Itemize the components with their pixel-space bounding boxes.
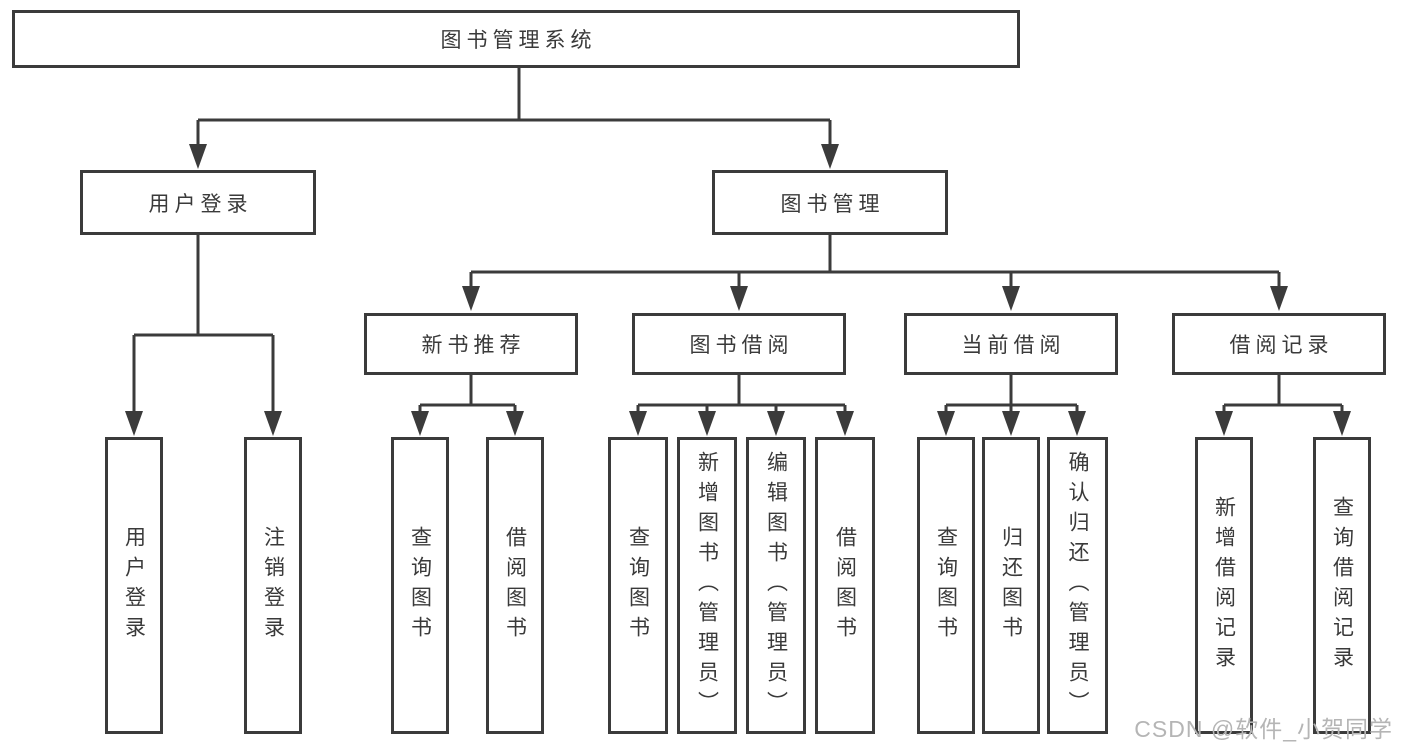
node-book-borrowing-label: 图书借阅 [689,334,794,357]
csdn-watermark: CSDN @软件_小贺同学 [1134,716,1393,742]
connector-root-to-level2 [196,68,832,146]
connector-new-book-recommend-to-leaves [418,375,517,413]
leaf-add-books-admin: 新增图书（管理员） [677,437,737,734]
leaf-borrow-books-recommend-label: 借阅图书 [503,525,527,646]
connector-book-borrowing-to-leaves [636,375,847,413]
node-user-login: 用户登录 [80,170,316,235]
leaf-query-books-borrowing: 查询图书 [608,437,668,734]
leaf-confirm-return-admin-label: 确认归还（管理员） [1066,450,1089,721]
leaf-return-books-label: 归还图书 [999,525,1023,646]
leaf-query-borrow-record-label: 查询借阅记录 [1330,495,1354,676]
node-current-borrowing-label: 当前借阅 [961,334,1066,357]
node-borrowing-records-label: 借阅记录 [1229,334,1334,357]
connector-borrowing-records-to-leaves [1222,375,1344,413]
connector-book-management-to-level3 [469,235,1281,288]
leaf-edit-books-admin-label: 编辑图书（管理员） [764,450,788,721]
leaf-return-books: 归还图书 [982,437,1040,734]
leaf-query-books-current-label: 查询图书 [934,525,958,646]
leaf-add-borrow-record: 新增借阅记录 [1195,437,1253,734]
node-root: 图书管理系统 [12,10,1020,68]
node-new-book-recommend: 新书推荐 [364,313,578,375]
leaf-borrow-books-recommend: 借阅图书 [486,437,544,734]
leaf-logout-label: 注销登录 [261,525,285,646]
leaf-query-books-current: 查询图书 [917,437,975,734]
leaf-borrow-books-borrowing-label: 借阅图书 [833,525,857,646]
node-book-borrowing: 图书借阅 [632,313,846,375]
node-book-management: 图书管理 [712,170,948,235]
leaf-borrow-books-borrowing: 借阅图书 [815,437,875,734]
leaf-user-login-label: 用户登录 [122,525,146,646]
node-user-login-label: 用户登录 [148,192,253,216]
leaf-query-books-recommend-label: 查询图书 [408,525,432,646]
leaf-edit-books-admin: 编辑图书（管理员） [746,437,806,734]
connector-user-login-to-leaves [132,235,275,413]
leaf-logout: 注销登录 [244,437,302,734]
leaf-add-borrow-record-label: 新增借阅记录 [1212,495,1236,676]
leaf-user-login: 用户登录 [105,437,163,734]
leaf-query-borrow-record: 查询借阅记录 [1313,437,1371,734]
arrowheads [125,144,1351,436]
node-current-borrowing: 当前借阅 [904,313,1118,375]
node-book-management-label: 图书管理 [780,192,885,216]
leaf-confirm-return-admin: 确认归还（管理员） [1047,437,1108,734]
leaf-add-books-admin-label: 新增图书（管理员） [695,450,719,721]
node-new-book-recommend-label: 新书推荐 [421,334,526,357]
leaf-query-books-recommend: 查询图书 [391,437,449,734]
node-borrowing-records: 借阅记录 [1172,313,1386,375]
connector-current-borrowing-to-leaves [944,375,1079,413]
node-root-label: 图书管理系统 [440,29,597,52]
leaf-query-books-borrowing-label: 查询图书 [626,525,650,646]
